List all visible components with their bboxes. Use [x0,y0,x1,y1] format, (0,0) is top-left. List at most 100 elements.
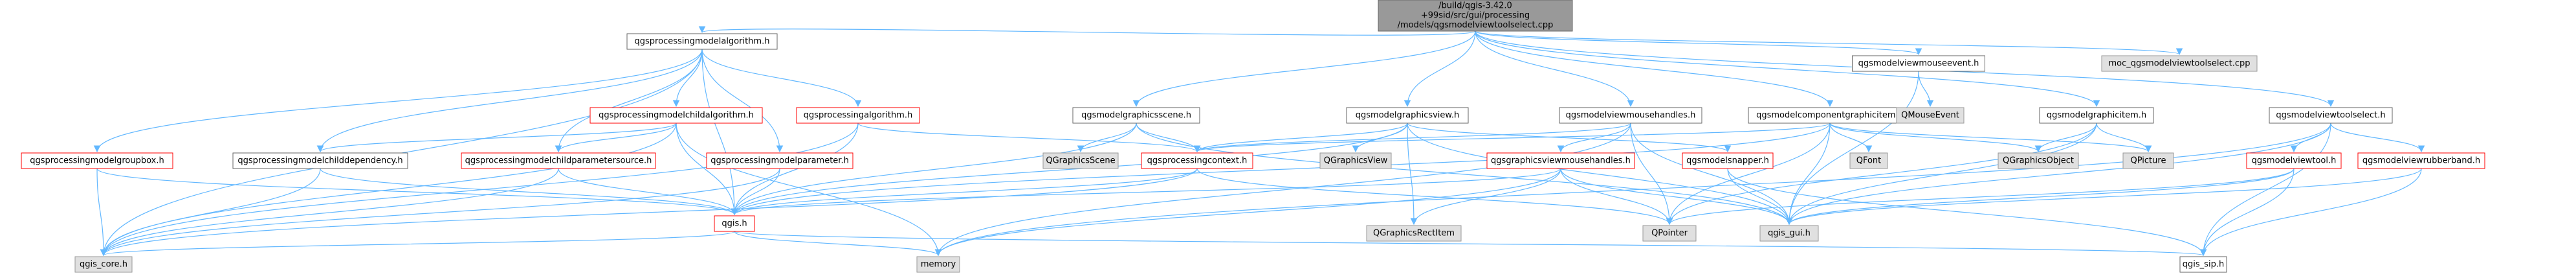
edge-gitem-to-qpointer [1666,122,2097,226]
edge-gscene-to-qgisgui [1136,122,1793,226]
node-box [916,256,960,273]
node-gview[interactable]: qgsmodelgraphicsview.h [1346,107,1469,124]
node-box [1072,107,1200,124]
edge-rubber-to-qgisgui [1785,168,2422,226]
node-label: QMouseEvent [1901,111,1959,121]
node-label: qgsmodelviewrubberband.h [2362,156,2480,166]
node-box [1378,0,1573,32]
node-label: QPicture [2131,156,2166,166]
node-mevent[interactable]: qgsmodelviewmouseevent.h [1852,55,1985,72]
edge-procalgo-to-qgis [731,122,859,216]
node-box [1486,152,1635,169]
node-label: qgsmodelviewmousehandles.h [1566,111,1696,121]
edge-mhandles-to-qpointer [1630,122,1673,226]
node-qgview: QGraphicsView [1319,152,1392,169]
edge-childalgo-to-childparam [555,122,677,153]
edge-qgis-to-qgissip [734,231,2207,257]
edge-gitem-to-qpicture [2096,122,2152,153]
edge-root-to-mocfile [1475,30,2183,56]
node-toolselect[interactable]: qgsmodelviewtoolselect.h [2269,107,2393,124]
edge-snapper-to-qgissip [1727,168,2207,257]
node-compitem[interactable]: qgsmodelcomponentgraphicitem.h [1748,107,1912,124]
node-label: qgsprocessingmodelgroupbox.h [30,156,164,166]
node-gvmhandles[interactable]: qgsgraphicsviewmousehandles.h [1486,152,1635,169]
node-box [2269,107,2393,124]
node-box [21,152,173,169]
edge-modelparam-to-qgiscore [100,168,780,257]
edge-root-to-compitem [1475,30,1834,108]
node-label: qgsmodelgraphicsview.h [1356,111,1459,121]
node-box [1141,152,1253,169]
node-gscene[interactable]: qgsmodelgraphicsscene.h [1072,107,1200,124]
node-box [2246,152,2342,169]
node-proccontext[interactable]: qgsprocessingcontext.h [1141,152,1253,169]
node-childparam[interactable]: qgsprocessingmodelchildparametersource.h [461,152,656,169]
node-childdep[interactable]: qgsprocessingmodelchilddependency.h [232,152,408,169]
edge-mhandles-to-qgisgui [1630,122,1793,226]
node-label: +99sid/src/gui/processing [1421,11,1530,21]
edge-toolselect-to-memory [934,122,2331,257]
node-gitem[interactable]: qgsmodelgraphicitem.h [2039,107,2154,124]
node-label: qgsmodelviewmouseevent.h [1858,59,1979,69]
edge-compitem-to-qpointer [1666,122,1831,226]
edge-algo-to-qgis [701,49,738,216]
node-box [626,33,778,50]
node-label: qgsprocessingmodelparameter.h [710,156,849,166]
node-label: memory [921,260,956,270]
edge-layer [93,25,2425,257]
node-qgis[interactable]: qgis.h [714,215,755,232]
node-label: QGraphicsRectItem [1373,229,1455,239]
edge-mevent-to-qgisgui [1785,71,1919,226]
edge-toolselect-to-qgisgui [1785,122,2331,226]
node-label: /build/qgis-3.42.0 [1438,1,1512,11]
node-label: QGraphicsObject [2003,156,2074,166]
node-box [1346,107,1469,124]
node-groupbox[interactable]: qgsprocessingmodelgroupbox.h [21,152,173,169]
node-label: qgsprocessingmodelchildparametersource.h [465,156,652,166]
edge-algo-to-groupbox [93,49,703,153]
node-label: QFont [1856,156,1882,166]
edge-algo-to-qgiscore [100,49,703,257]
edge-viewtool-to-qgissip [2199,168,2295,257]
edge-qgis-to-qgiscore [100,231,735,257]
edge-proccontext-to-qpointer [1196,168,1673,226]
edge-root-to-gscene [1132,30,1476,108]
edge-root-to-algo [699,25,1476,36]
node-modelparam[interactable]: qgsprocessingmodelparameter.h [706,152,853,169]
node-procalgo[interactable]: qgsprocessingalgorithm.h [796,107,920,124]
node-label: qgsmodelviewtoolselect.h [2276,111,2385,121]
node-qgissip[interactable]: qgis_sip.h [2179,256,2227,273]
node-label: qgsmodelsnapper.h [1686,156,1769,166]
node-label: qgsmodelcomponentgraphicitem.h [1756,111,1904,121]
node-box [1998,152,2079,169]
node-label: qgsprocessingmodelalgorithm.h [635,37,770,47]
edge-root-to-mevent [1475,30,1922,56]
edge-gview-to-proccontext [1193,122,1408,153]
node-algo[interactable]: qgsprocessingmodelalgorithm.h [626,33,778,50]
node-qpicture: QPicture [2122,152,2174,169]
node-mhandles[interactable]: qgsmodelviewmousehandles.h [1559,107,1702,124]
node-box [1682,152,1774,169]
edge-gvmhandles-to-qgis [731,168,1561,216]
edge-childparam-to-qgis [558,168,738,216]
node-label: qgsprocessingcontext.h [1147,156,1248,166]
edge-gvmhandles-to-qgrect [1410,168,1561,226]
node-qmouseevent: QMouseEvent [1896,107,1965,124]
node-box [2179,256,2227,273]
node-box [74,256,133,273]
node-box [1849,152,1888,169]
node-label: qgsmodelgraphicitem.h [2047,111,2146,121]
node-rubber[interactable]: qgsmodelviewrubberband.h [2357,152,2485,169]
edge-root-to-mhandles [1475,30,1635,108]
node-label: moc_qgsmodelviewtoolselect.cpp [2109,59,2251,69]
node-snapper[interactable]: qgsmodelsnapper.h [1682,152,1774,169]
edge-algo-to-childalgo [672,49,703,108]
edge-toolselect-to-qgissip [2199,122,2331,257]
edge-mhandles-to-memory [934,122,1631,257]
node-box [2101,55,2258,72]
node-viewtool[interactable]: qgsmodelviewtool.h [2246,152,2342,169]
node-root[interactable]: /build/qgis-3.42.0+99sid/src/gui/process… [1378,0,1573,32]
node-childalgo[interactable]: qgsprocessingmodelchildalgorithm.h [589,107,763,124]
edge-compitem-to-qgisgui [1785,122,1831,226]
